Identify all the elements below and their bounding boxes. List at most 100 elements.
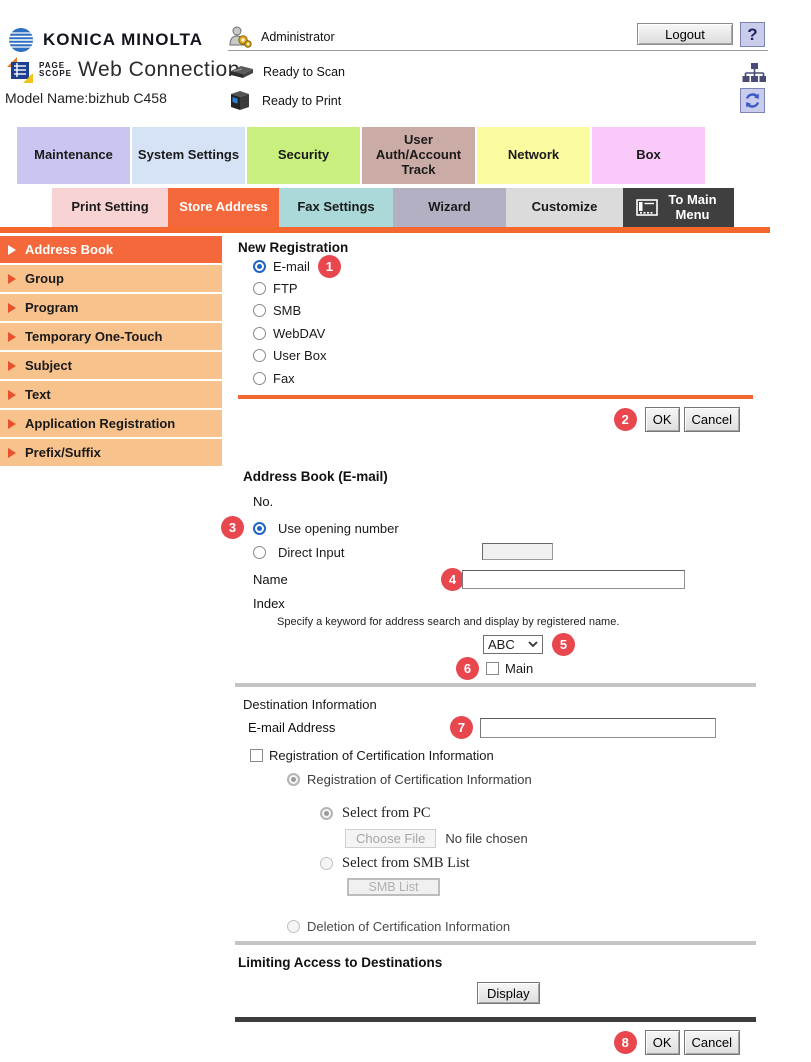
sidebar-item-label: Subject [25, 358, 72, 373]
sidebar-item-program[interactable]: Program [0, 294, 222, 321]
radio-row-webdav: WebDAV [253, 322, 756, 344]
sidebar-item-label: Application Registration [25, 416, 176, 431]
printer-icon [231, 91, 249, 110]
ftp-radio[interactable] [253, 282, 266, 296]
name-field[interactable] [462, 569, 685, 589]
sidebar-item-application-registration[interactable]: Application Registration [0, 410, 222, 437]
step-badge-3: 3 [221, 516, 244, 540]
cert-registration-radio-label: Registration of Certification Informatio… [307, 772, 532, 788]
tab-security[interactable]: Security [247, 127, 360, 184]
tab-user-auth-account-track[interactable]: User Auth/Account Track [362, 127, 475, 184]
main-checkbox-row: 6 Main [238, 656, 756, 680]
step-badge-4: 4 [441, 567, 464, 591]
index-select[interactable]: ABC [483, 634, 543, 654]
tab-store-address[interactable]: Store Address [168, 188, 279, 227]
form-actions: 8 OK Cancel [238, 1029, 756, 1055]
main-checkbox-label: Main [505, 660, 534, 676]
cert-registration-radio[interactable] [287, 773, 300, 787]
select-from-smb-radio[interactable] [320, 857, 333, 871]
smb-list-button[interactable]: SMB List [347, 877, 440, 896]
network-topology-icon[interactable] [742, 62, 766, 84]
direct-input-field[interactable] [482, 543, 553, 561]
smb-list-row: SMB List [347, 877, 756, 896]
email-address-field[interactable] [480, 717, 716, 738]
tab-system-settings[interactable]: System Settings [132, 127, 245, 184]
choose-file-button[interactable]: Choose File [345, 828, 437, 848]
logout-button[interactable]: Logout [637, 23, 733, 45]
sidebar-item-prefix-suffix[interactable]: Prefix/Suffix [0, 439, 222, 466]
pagescope-icon [7, 57, 33, 83]
email-radio[interactable] [253, 259, 266, 273]
radio-row-ftp: FTP [253, 277, 756, 299]
tab-wizard[interactable]: Wizard [393, 188, 506, 227]
administrator-icon [229, 26, 252, 48]
chevron-down-icon [528, 641, 538, 648]
smb-radio[interactable] [253, 304, 266, 318]
user-box-radio-label: User Box [273, 348, 327, 364]
webdav-radio[interactable] [253, 326, 266, 340]
select-from-pc-label: Select from PC [342, 805, 431, 822]
user-name: Administrator [261, 30, 335, 44]
brand-logo: KONICA MINOLTA [8, 27, 203, 53]
new-registration-actions: 2 OK Cancel [238, 406, 756, 432]
use-opening-number-row: 3 Use opening number [221, 516, 756, 540]
tab-box[interactable]: Box [592, 127, 705, 184]
step-badge-5: 5 [552, 632, 575, 656]
cancel-button-top[interactable]: Cancel [683, 406, 740, 432]
radio-row-user-box: User Box [253, 345, 756, 367]
select-from-pc-row: Select from PC [320, 805, 756, 822]
sidebar-item-label: Text [25, 387, 51, 402]
tab-network[interactable]: Network [477, 127, 590, 184]
use-opening-number-radio[interactable] [253, 521, 266, 535]
fax-radio-label: Fax [273, 370, 295, 386]
header: KONICA MINOLTA PAGE SCOPE Web Connection… [0, 0, 811, 120]
ok-button-top[interactable]: OK [644, 406, 680, 432]
sidebar-item-address-book[interactable]: Address Book [0, 236, 222, 263]
direct-input-label: Direct Input [278, 544, 345, 560]
main-checkbox[interactable] [486, 661, 499, 675]
tab-customize[interactable]: Customize [506, 188, 623, 227]
arrow-icon [8, 389, 16, 400]
tab-print-setting[interactable]: Print Setting [52, 188, 168, 227]
display-button[interactable]: Display [477, 982, 540, 1005]
sidebar-item-subject[interactable]: Subject [0, 352, 222, 379]
sidebar-item-temporary-one-touch[interactable]: Temporary One-Touch [0, 323, 222, 350]
tab-maintenance[interactable]: Maintenance [17, 127, 130, 184]
section-divider-gray [235, 683, 756, 688]
select-from-pc-radio[interactable] [320, 807, 333, 821]
cert-registration-checkbox-label: Registration of Certification Informatio… [269, 748, 494, 764]
main-menu-screen-icon [635, 199, 658, 216]
tab-to-main-menu[interactable]: To Main Menu [623, 188, 734, 227]
arrow-icon [8, 331, 16, 342]
webdav-radio-label: WebDAV [273, 325, 326, 341]
sidebar-item-text[interactable]: Text [0, 381, 222, 408]
index-label: Index [253, 596, 285, 612]
deletion-radio[interactable] [287, 920, 300, 934]
radio-row-smb: SMB [253, 300, 756, 322]
to-main-menu-label: To Main Menu [668, 192, 717, 222]
destination-information-title: Destination Information [243, 697, 377, 713]
no-label: No. [253, 494, 274, 510]
cert-registration-checkbox[interactable] [250, 749, 263, 763]
ok-button-bottom[interactable]: OK [644, 1029, 680, 1055]
new-registration-title: New Registration [238, 240, 349, 255]
sidebar-item-group[interactable]: Group [0, 265, 222, 292]
cert-registration-checkbox-row: Registration of Certification Informatio… [250, 747, 756, 764]
cert-registration-radio-row: Registration of Certification Informatio… [287, 771, 756, 788]
arrow-icon [8, 447, 16, 458]
sidebar-item-label: Address Book [25, 242, 114, 257]
scanner-status-text: Ready to Scan [263, 65, 345, 79]
scanner-icon [231, 66, 253, 78]
direct-input-radio[interactable] [253, 545, 266, 559]
fax-radio[interactable] [253, 371, 266, 385]
arrow-icon [8, 360, 16, 371]
content: New Registration E-mail 1 FTP SMB WebDAV… [221, 233, 756, 1055]
refresh-button[interactable] [740, 88, 765, 113]
printer-status: Ready to Print [228, 89, 341, 112]
tab-fax-settings[interactable]: Fax Settings [279, 188, 393, 227]
user-box-radio[interactable] [253, 349, 266, 363]
help-button[interactable]: ? [740, 22, 765, 47]
index-select-value: ABC [488, 636, 515, 652]
cancel-button-bottom[interactable]: Cancel [683, 1029, 740, 1055]
